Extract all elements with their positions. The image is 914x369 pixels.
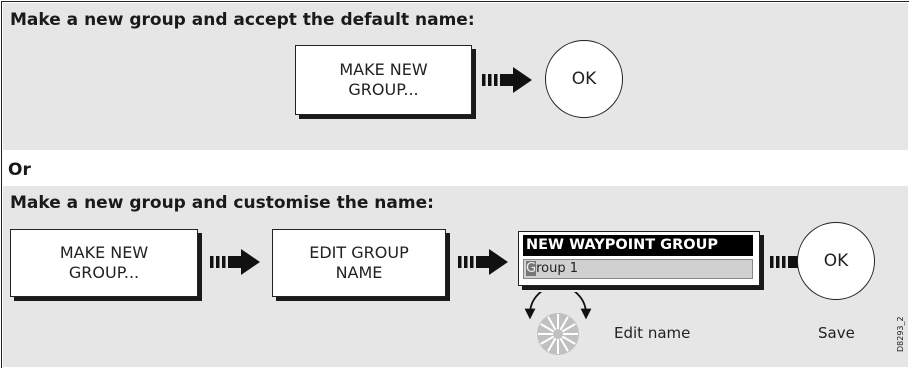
make-new-group-button[interactable]: MAKE NEW GROUP... (295, 45, 472, 115)
make-new-group-label-2: MAKE NEW GROUP... (59, 243, 149, 282)
ok-button-2[interactable]: OK (797, 222, 875, 300)
save-caption: Save (818, 324, 855, 342)
arrow-right-icon (458, 249, 508, 275)
section-1-heading: Make a new group and accept the default … (10, 10, 475, 30)
ok-label: OK (571, 69, 597, 89)
section-2-heading: Make a new group and customise the name: (10, 193, 434, 213)
group-name-field[interactable]: Group 1 (523, 259, 753, 279)
ok-button[interactable]: OK (545, 40, 623, 118)
group-name-value: roup 1 (536, 261, 578, 276)
text-cursor: G (526, 261, 537, 276)
rotary-knob-icon[interactable] (518, 292, 598, 358)
dialog-title: NEW WAYPOINT GROUP (523, 235, 753, 256)
make-new-group-button-2[interactable]: MAKE NEW GROUP... (10, 229, 198, 297)
edit-group-name-label: EDIT GROUP NAME (309, 243, 409, 282)
edit-group-name-button[interactable]: EDIT GROUP NAME (272, 229, 446, 297)
new-waypoint-group-dialog: NEW WAYPOINT GROUP Group 1 (518, 231, 760, 286)
ok-label-2: OK (823, 251, 849, 271)
arrow-right-icon (210, 249, 260, 275)
or-label: Or (8, 160, 31, 180)
arrow-right-icon (482, 67, 532, 93)
edit-name-caption: Edit name (614, 324, 691, 342)
figure-code: D8293_2 (896, 316, 905, 352)
make-new-group-label: MAKE NEW GROUP... (339, 60, 428, 99)
